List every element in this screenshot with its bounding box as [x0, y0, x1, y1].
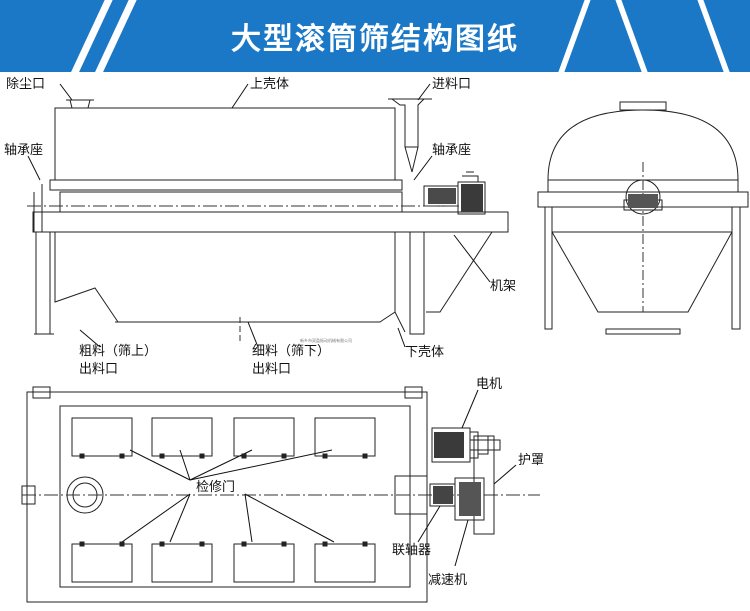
door-hinge	[159, 541, 165, 547]
label-bearing-seat-right: 轴承座	[432, 143, 471, 158]
top-view-leaders	[121, 389, 517, 567]
inspection-door	[314, 543, 376, 583]
door-hinge	[119, 541, 125, 547]
door-hinge	[159, 453, 165, 459]
label-dust-outlet: 除尘口	[6, 77, 45, 92]
reducer-body	[459, 482, 481, 516]
label-fine-outlet-1: 细料（筛下）	[252, 344, 330, 359]
label-inspection-door: 检修门	[196, 480, 235, 495]
door-hinge	[241, 453, 247, 459]
inspection-door	[233, 417, 295, 457]
door-hinge	[119, 453, 125, 459]
side-coupling-body	[428, 188, 456, 204]
door-hinge	[79, 453, 85, 459]
label-feed-inlet: 进料口	[432, 77, 471, 92]
inspection-doors	[71, 417, 376, 583]
front-bearing-body	[628, 194, 658, 208]
door-hinge	[281, 541, 287, 547]
inspection-door	[314, 417, 376, 457]
page-title: 大型滚筒筛结构图纸	[231, 22, 519, 57]
door-hinge	[79, 541, 85, 547]
inspection-door	[151, 543, 213, 583]
door-hinge	[362, 453, 368, 459]
inspection-door	[71, 543, 133, 583]
label-coupling: 联轴器	[392, 543, 431, 558]
side-view-leaders	[27, 83, 491, 348]
door-hinge	[281, 453, 287, 459]
watermark: 新乡市双盈振动机械有限公司	[300, 337, 352, 343]
door-hinge	[322, 453, 328, 459]
side-view	[27, 98, 509, 342]
label-motor: 电机	[476, 377, 502, 392]
door-hinge	[362, 541, 368, 547]
label-fine-outlet-2: 出料口	[252, 362, 291, 377]
door-hinge	[199, 541, 205, 547]
motor-body	[434, 432, 464, 458]
label-upper-shell: 上壳体	[250, 77, 289, 92]
label-reducer: 减速机	[428, 573, 467, 588]
label-coarse-outlet-2: 出料口	[79, 362, 118, 377]
solid-parts	[428, 184, 658, 516]
structure-drawing: 新乡市双盈振动机械有限公司 除尘口 上壳体 进料口 轴承座 轴承座 机架 粗料（…	[4, 77, 749, 603]
front-view	[537, 101, 749, 335]
inspection-door	[71, 417, 133, 457]
label-coarse-outlet-1: 粗料（筛上）	[79, 344, 157, 359]
door-hinge	[199, 453, 205, 459]
title-banner: 大型滚筒筛结构图纸	[0, 0, 750, 72]
coupling-body	[433, 486, 453, 504]
label-bearing-seat-left: 轴承座	[4, 143, 43, 158]
door-hinge	[241, 541, 247, 547]
door-hinge	[322, 541, 328, 547]
side-reducer-body	[461, 184, 483, 212]
inspection-door	[233, 543, 295, 583]
label-frame: 机架	[490, 279, 516, 294]
inspection-door	[151, 417, 213, 457]
label-guard: 护罩	[518, 453, 544, 468]
label-lower-shell: 下壳体	[405, 345, 444, 360]
